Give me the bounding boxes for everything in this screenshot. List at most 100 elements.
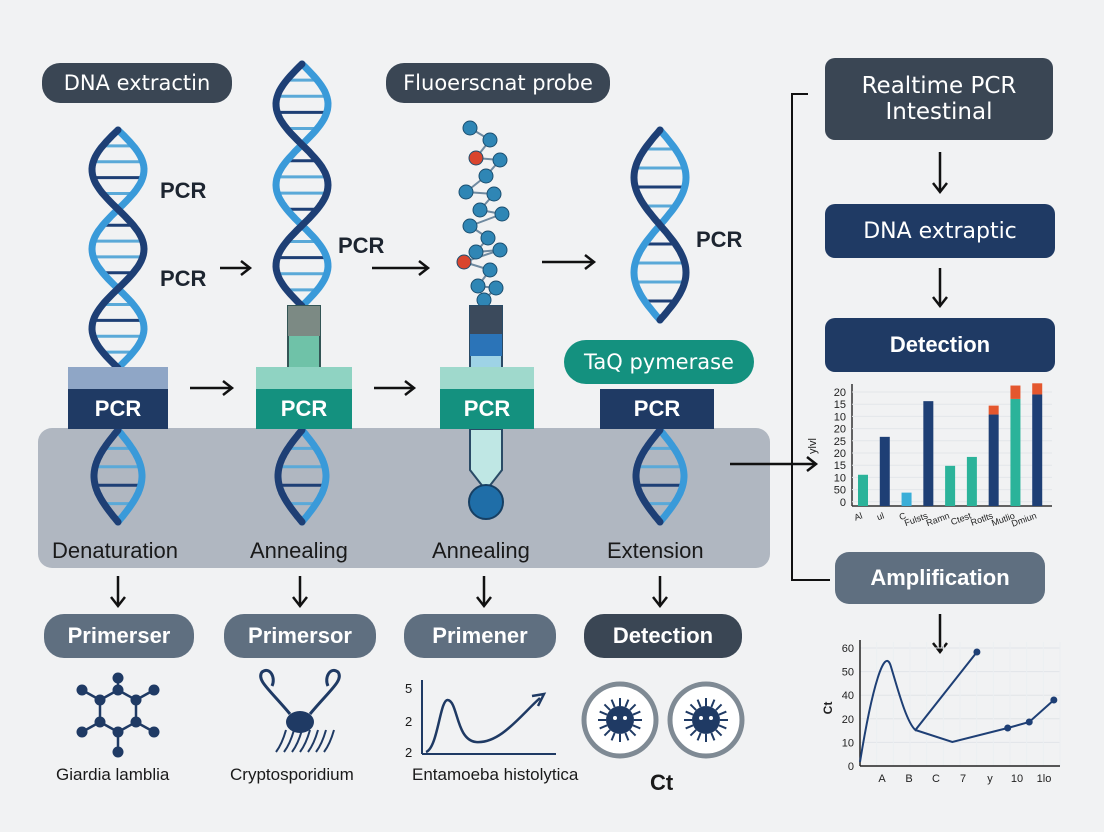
line-series-1 bbox=[859, 651, 978, 763]
molecule-atom bbox=[112, 746, 124, 758]
flow-box-2: DNA extraptic bbox=[825, 204, 1055, 258]
microbe-body bbox=[692, 706, 720, 734]
dna-helix-4b bbox=[632, 426, 688, 526]
microbe-spike bbox=[718, 724, 727, 730]
dna-helix-4 bbox=[630, 126, 690, 324]
probe-bead bbox=[462, 120, 478, 136]
line-y-tick: 60 bbox=[842, 643, 854, 655]
tube-3-band bbox=[470, 334, 502, 356]
line-x-tick: 7 bbox=[960, 773, 966, 785]
arrow-to-chart-head bbox=[806, 456, 819, 472]
bar bbox=[945, 465, 956, 506]
molecule-atom bbox=[94, 694, 106, 706]
probe-bead bbox=[482, 132, 498, 148]
arrow-d-1-head bbox=[110, 596, 126, 609]
molecule-atom bbox=[148, 684, 160, 696]
bar-x-tick: Ramn bbox=[925, 510, 951, 528]
organism-label-3: Entamoeba histolytica bbox=[412, 765, 579, 784]
molecule-atom bbox=[130, 694, 142, 706]
microbe-spike bbox=[629, 729, 637, 737]
line-y-tick: 0 bbox=[848, 761, 854, 773]
mini-curve-arrow bbox=[531, 692, 547, 707]
line-y-tick: 40 bbox=[842, 690, 854, 702]
helix-strand-a bbox=[656, 426, 688, 526]
line-y-tick: 10 bbox=[842, 737, 854, 749]
arrow-d-3-head bbox=[476, 596, 492, 609]
organism-label-2: Cryptosporidium bbox=[230, 765, 354, 784]
arrow-h-3-head bbox=[584, 254, 597, 270]
probe-bead bbox=[458, 184, 474, 200]
pcr-box-3: PCR bbox=[440, 389, 534, 429]
bar-y-tick: 15 bbox=[834, 460, 846, 472]
line-point bbox=[1004, 724, 1012, 732]
cryptosporidium-tentacle bbox=[315, 729, 327, 753]
mini-curve bbox=[425, 697, 541, 754]
microbe-spike bbox=[610, 732, 616, 741]
tube-3-lower bbox=[469, 428, 503, 489]
tube-2-cap bbox=[288, 306, 320, 336]
probe-bead bbox=[492, 152, 508, 168]
mini-tick-2: 2 bbox=[405, 714, 413, 729]
helix-strand-a bbox=[298, 426, 330, 526]
tubes bbox=[287, 305, 504, 520]
line-x-tick: y bbox=[987, 773, 993, 785]
cryptosporidium-tentacle bbox=[323, 729, 335, 753]
step-label-4: Extension bbox=[607, 538, 704, 563]
cryptosporidium-tentacle bbox=[291, 729, 303, 753]
line-x-tick: C bbox=[932, 773, 940, 785]
line-x-tick: 10 bbox=[1011, 773, 1023, 785]
molecule-atom bbox=[94, 716, 106, 728]
microbe-spike bbox=[632, 710, 641, 716]
microbe-spike bbox=[603, 703, 611, 711]
microbe-1 bbox=[581, 681, 659, 759]
line-point bbox=[1050, 696, 1058, 704]
line-y-tick: 50 bbox=[842, 667, 854, 679]
bar-y-tick: 20 bbox=[834, 387, 846, 399]
organism-icons bbox=[76, 669, 745, 759]
flow-box-1: Realtime PCR Intestinal bbox=[825, 58, 1053, 140]
dna-helix-2b bbox=[274, 426, 330, 526]
bar-ylabel: ylvl bbox=[807, 438, 819, 454]
helix-strand-b bbox=[272, 60, 332, 310]
arrow-h-4-head bbox=[222, 380, 235, 396]
bar bbox=[966, 456, 977, 506]
microbe-spike bbox=[715, 703, 723, 711]
mini-tick-3: 2 bbox=[405, 745, 413, 760]
pcr-box-2: PCR bbox=[256, 389, 352, 429]
line-x-tick: B bbox=[905, 773, 912, 785]
dna-helix-2 bbox=[272, 60, 332, 310]
pcr-box-1-top bbox=[68, 367, 168, 389]
microbe-spike bbox=[685, 724, 694, 730]
cryptosporidium-flagellum bbox=[308, 669, 341, 715]
cryptosporidium-tentacle bbox=[275, 729, 287, 753]
pcr-box-4: PCR bbox=[600, 389, 714, 429]
arrow-flow-1-head bbox=[932, 182, 948, 195]
microbe-spike bbox=[624, 732, 630, 741]
arrow-h-5-head bbox=[404, 380, 417, 396]
probe-bead bbox=[488, 280, 504, 296]
probe-bead bbox=[486, 186, 502, 202]
dna-extraction-pill: DNA extractin bbox=[42, 63, 232, 103]
flow-bracket bbox=[791, 93, 830, 581]
microbe-spike bbox=[632, 724, 641, 730]
fluorophore-bead bbox=[468, 150, 484, 166]
pcr-box-1: PCR bbox=[68, 389, 168, 429]
probe-bead bbox=[470, 278, 486, 294]
bottom-pill-1: Primerser bbox=[44, 614, 194, 658]
microbe-spike bbox=[689, 703, 697, 711]
line-ylabel: Ct bbox=[821, 702, 835, 715]
bar-y-tick: 10 bbox=[834, 472, 846, 484]
arrow-d-4-head bbox=[652, 596, 668, 609]
microbe-spike bbox=[599, 710, 608, 716]
step-label-2: Annealing bbox=[250, 538, 348, 563]
microbe-spike bbox=[696, 699, 702, 708]
probe-bead bbox=[472, 202, 488, 218]
bar-top-segment bbox=[1032, 383, 1043, 395]
bar bbox=[901, 492, 912, 506]
line-x-tick: 1lo bbox=[1037, 773, 1052, 785]
microbe-spike bbox=[629, 703, 637, 711]
pcr-label-1b: PCR bbox=[160, 266, 207, 291]
organism-label-4: Ct bbox=[650, 770, 674, 795]
molecule-atom bbox=[76, 726, 88, 738]
